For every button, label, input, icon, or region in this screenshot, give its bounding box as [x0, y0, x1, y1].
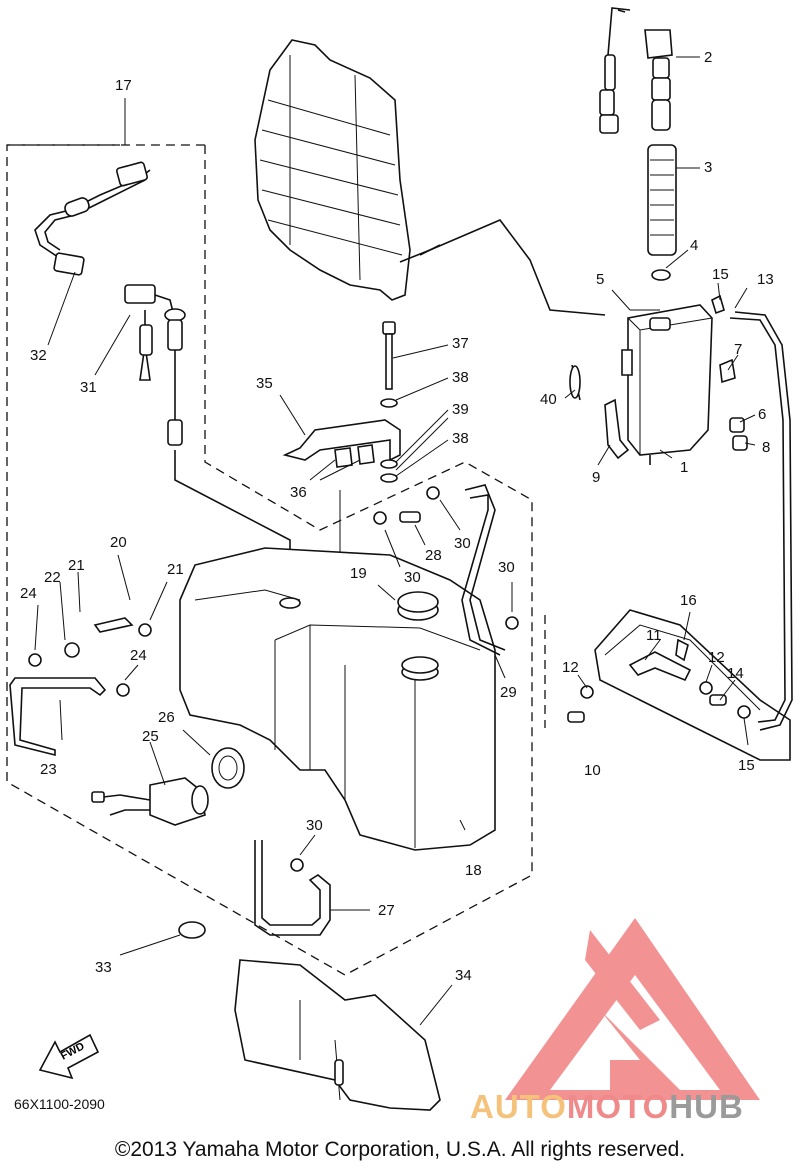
- logo-auto: AUTO: [470, 1088, 567, 1125]
- hose-27: [254, 840, 331, 936]
- assembly-outlines: [6, 144, 546, 976]
- callout-5: 5: [596, 271, 604, 288]
- callouts: 1 2 3 4 5 6 7 8 9 10 11 12 12 13 14 15 1…: [20, 49, 774, 984]
- callout-26: 26: [158, 709, 175, 726]
- callout-25: 25: [142, 728, 159, 745]
- wire-harness: [34, 161, 291, 600]
- oil-level-sensor: [599, 7, 673, 134]
- callout-28: 28: [425, 547, 442, 564]
- callout-21a: 21: [68, 557, 85, 574]
- callout-30d: 30: [306, 817, 323, 834]
- band-33: [178, 921, 206, 939]
- document-code: 66X1100-2090: [14, 1096, 105, 1112]
- washer-4: [651, 269, 671, 281]
- hose-23: [9, 677, 107, 757]
- callout-21b: 21: [167, 561, 184, 578]
- callout-7: 7: [734, 341, 742, 358]
- callout-34: 34: [455, 967, 472, 984]
- oil-filter: [211, 747, 245, 789]
- callout-31: 31: [80, 379, 97, 396]
- lower-cowling: [594, 609, 791, 761]
- callout-15b: 15: [738, 757, 755, 774]
- callout-24b: 24: [130, 647, 147, 664]
- callout-35: 35: [256, 375, 273, 392]
- callout-24a: 24: [20, 585, 37, 602]
- callout-9: 9: [592, 469, 600, 486]
- callout-36: 36: [290, 484, 307, 501]
- callout-38b: 38: [452, 430, 469, 447]
- callout-13: 13: [757, 271, 774, 288]
- callout-29: 29: [500, 684, 517, 701]
- callout-6: 6: [758, 406, 766, 423]
- logo-triangle: [505, 918, 760, 1100]
- hose-29: [464, 484, 506, 651]
- leader-lines: [34, 56, 756, 1026]
- vent-hose: [399, 219, 606, 316]
- callout-10: 10: [584, 762, 601, 779]
- callout-32: 32: [30, 347, 47, 364]
- callout-20: 20: [110, 534, 127, 551]
- main-oil-tank: [179, 547, 496, 851]
- callout-12b: 12: [708, 649, 725, 666]
- callout-3: 3: [704, 159, 712, 176]
- callout-38a: 38: [452, 369, 469, 386]
- callout-12a: 12: [562, 659, 579, 676]
- callout-11: 11: [646, 627, 662, 644]
- callout-40: 40: [540, 391, 557, 408]
- callout-22: 22: [44, 569, 61, 586]
- tank-bracket: [282, 321, 401, 640]
- callout-14: 14: [727, 665, 744, 682]
- sub-oil-tank: [621, 304, 713, 465]
- callout-30c: 30: [498, 559, 515, 576]
- callout-33: 33: [95, 959, 112, 976]
- callout-16: 16: [680, 592, 697, 609]
- callout-18: 18: [465, 862, 482, 879]
- tank-base-bracket: [234, 959, 441, 1111]
- callout-1: 1: [680, 459, 688, 476]
- callout-19: 19: [350, 565, 367, 582]
- callout-17: 17: [115, 77, 132, 94]
- callout-30a: 30: [404, 569, 421, 586]
- hose-20: [93, 617, 134, 633]
- callout-2: 2: [704, 49, 712, 66]
- clamps: [28, 486, 751, 872]
- callout-15a: 15: [712, 266, 729, 283]
- logo-hub: HUB: [669, 1088, 744, 1125]
- callout-27: 27: [378, 902, 395, 919]
- oil-hose-13: [734, 311, 793, 731]
- fwd-arrow: FWD: [38, 1033, 100, 1080]
- callout-37: 37: [452, 335, 469, 352]
- callout-30b: 30: [454, 535, 471, 552]
- logo-moto: MOTO: [566, 1088, 670, 1125]
- engine-cover: [254, 39, 411, 301]
- callout-4: 4: [690, 237, 698, 254]
- oil-strainer: [647, 144, 677, 256]
- watermark-logo: AUTOMOTOHUB: [470, 1088, 744, 1126]
- callout-8: 8: [762, 439, 770, 456]
- oil-pump: [91, 777, 209, 826]
- callout-23: 23: [40, 761, 57, 778]
- filler-cap: [397, 591, 439, 621]
- callout-39: 39: [452, 401, 469, 418]
- copyright-notice: ©2013 Yamaha Motor Corporation, U.S.A. A…: [114, 1138, 686, 1161]
